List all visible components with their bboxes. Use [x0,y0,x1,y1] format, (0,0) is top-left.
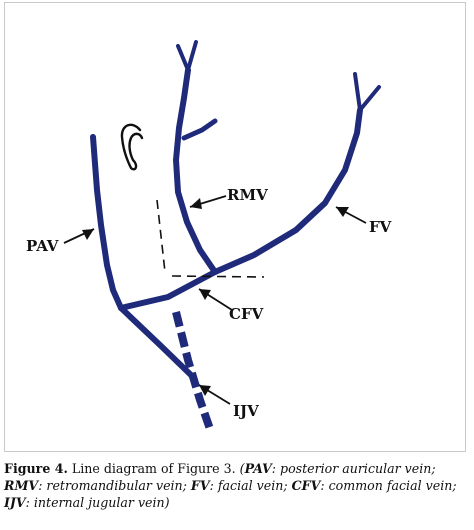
rmv-side-branch [181,118,218,141]
caption-open-paren: ( [239,461,245,476]
ijv-vein-dashed [172,311,215,434]
rmv-branch-left [176,44,190,72]
pav-arrowhead [82,229,94,240]
ijv-arrowhead [199,385,211,396]
fv-branch-right [358,85,381,112]
caption-fv-abbr: FV [190,478,210,493]
caption-intro: Line diagram of Figure 3. [67,461,240,476]
fv-label: FV [369,218,392,236]
fv-branch-left [353,72,362,112]
figure-frame [4,2,466,452]
caption-rmv-def: : retromandibular vein; [38,478,191,493]
cfv-label: CFV [229,305,264,323]
caption-figure-label: Figure 4. [4,461,68,476]
caption-fv-def: : facial vein; [209,478,292,493]
figure-caption: Figure 4. Line diagram of Figure 3. (PAV… [4,460,470,511]
caption-cfv-abbr: CFV [291,478,321,493]
horizontal-dashed-line [171,275,265,278]
caption-pav-abbr: PAV [244,461,272,476]
caption-ijv-def: : internal jugular vein) [25,495,170,510]
rmv-branch-right [186,40,198,72]
vertical-dashed-line [156,199,166,273]
pav-vein [90,134,124,311]
rmv-label: RMV [227,186,268,204]
fv-vein [212,107,363,275]
ear-sketch [120,123,144,171]
rmv-vein [173,67,218,275]
line-diagram: RMV FV PAV CFV IJV [26,40,392,434]
cfv-arrowhead [199,289,211,300]
cfv-vein [118,269,218,311]
caption-rmv-abbr: RMV [4,478,39,493]
fv-arrowhead [336,207,349,217]
caption-pav-def: : posterior auricular vein; [271,461,436,476]
caption-ijv-abbr: IJV [4,495,26,510]
ijv-label: IJV [233,402,259,420]
rmv-arrowhead [190,198,202,209]
caption-cfv-def: : common facial vein; [320,478,457,493]
pav-label: PAV [26,237,59,255]
cfv-to-ijv-vein [118,305,195,379]
